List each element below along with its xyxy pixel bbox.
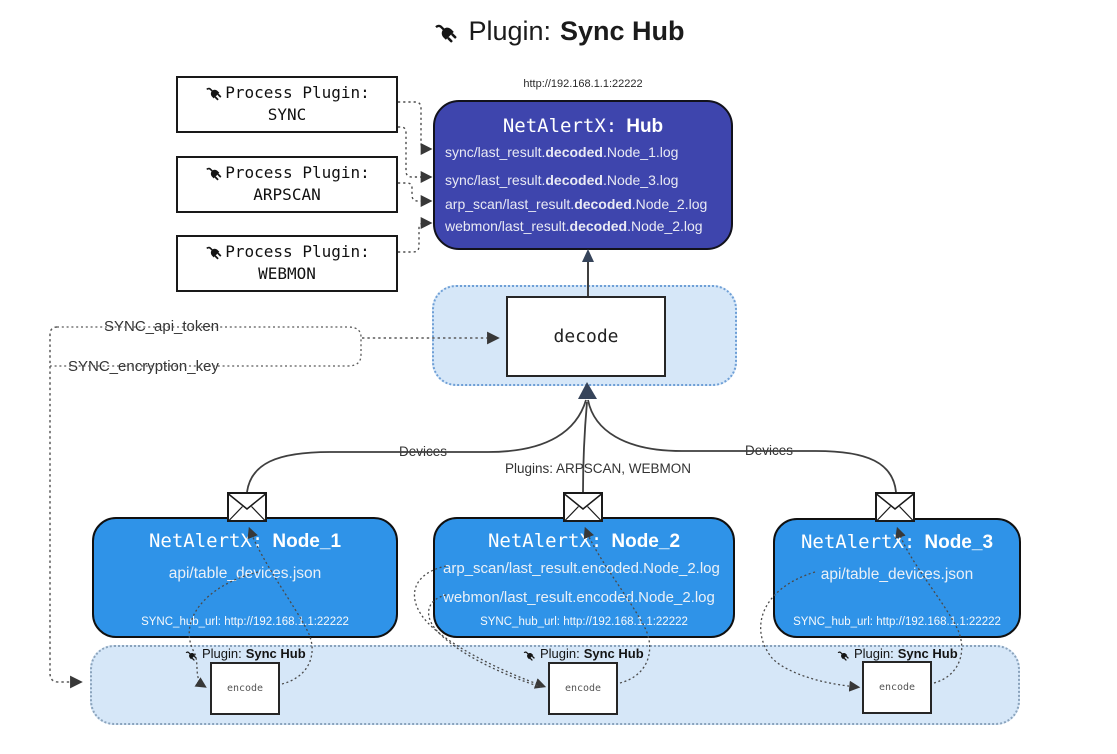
- plug-icon: [206, 87, 222, 101]
- plugins-mid-label: Plugins: ARPSCAN, WEBMON: [500, 461, 697, 476]
- devices-right-label: Devices: [740, 443, 799, 458]
- plug-icon: [524, 651, 536, 661]
- plug-icon: [435, 24, 457, 43]
- node-file: arp_scan/last_result.encoded.Node_2.log: [443, 560, 720, 577]
- node-file: api/table_devices.json: [820, 566, 974, 583]
- process-plugin-label: Process Plugin:: [178, 163, 396, 182]
- title-name: Sync Hub: [560, 16, 685, 46]
- hub-url: http://192.168.1.1:22222: [523, 78, 643, 90]
- wire-sync-to-line2: [398, 126, 433, 183]
- node-1-box: NetAlertX:Node_1 api/table_devices.json …: [92, 517, 398, 638]
- hub-log-entry: webmon/last_result.decoded.Node_2.log: [445, 218, 703, 234]
- wire-node2-plugins: [582, 401, 588, 493]
- plug-icon: [206, 167, 222, 181]
- devices-left-label: Devices: [394, 444, 453, 459]
- process-plugin-sync-box: Process Plugin: SYNC: [176, 76, 398, 133]
- envelope-icon: [875, 492, 915, 522]
- hub-log-entry: sync/last_result.decoded.Node_1.log: [445, 144, 679, 160]
- hub-box: NetAlertX:Hub sync/last_result.decoded.N…: [433, 100, 733, 250]
- process-plugin-webmon-box: Process Plugin: WEBMON: [176, 235, 398, 292]
- plug-icon: [838, 651, 850, 661]
- node-hub-url: SYNC_hub_url: http://192.168.1.1:22222: [480, 616, 688, 628]
- hub-title: NetAlertX:Hub: [502, 115, 664, 137]
- node-title: NetAlertX:Node_3: [800, 531, 994, 553]
- process-plugin-label: Process Plugin:: [178, 242, 396, 261]
- process-plugin-name: WEBMON: [258, 264, 316, 283]
- plug-icon: [206, 246, 222, 260]
- node-2-box: NetAlertX:Node_2 arp_scan/last_result.en…: [433, 517, 735, 638]
- node-hub-url: SYNC_hub_url: http://192.168.1.1:22222: [793, 616, 1001, 628]
- process-plugin-name: SYNC: [267, 105, 307, 124]
- node-title: NetAlertX:Node_2: [487, 530, 681, 552]
- encoder-label: Plugin:Sync Hub: [498, 646, 668, 662]
- sync-api-token-label: SYNC_api_token: [100, 318, 224, 335]
- plug-icon: [186, 651, 198, 661]
- hub-log-entry: sync/last_result.decoded.Node_3.log: [445, 172, 679, 188]
- encoder-label: Plugin:Sync Hub: [812, 646, 982, 662]
- page-title: Plugin: Sync Hub: [0, 16, 1117, 47]
- wire-sync-to-line1: [398, 101, 433, 155]
- encode-box: encode: [210, 662, 280, 715]
- node-3-box: NetAlertX:Node_3 api/table_devices.json …: [773, 518, 1021, 638]
- process-plugin-label: Process Plugin:: [178, 83, 396, 102]
- process-plugin-arpscan-box: Process Plugin: ARPSCAN: [176, 156, 398, 213]
- node-file: api/table_devices.json: [168, 565, 322, 582]
- envelope-icon: [563, 492, 603, 522]
- decode-box: decode: [506, 296, 666, 377]
- encode-box: encode: [548, 662, 618, 715]
- envelope-icon: [227, 492, 267, 522]
- encoder-label: Plugin:Sync Hub: [160, 646, 330, 662]
- wire-webmon-to-line4: [398, 217, 433, 253]
- node-title: NetAlertX:Node_1: [148, 530, 342, 552]
- sync-encryption-key-label: SYNC_encryption_key: [64, 358, 223, 375]
- node-hub-url: SYNC_hub_url: http://192.168.1.1:22222: [141, 616, 349, 628]
- arrowhead-hub: [582, 249, 594, 262]
- title-prefix: Plugin:: [468, 16, 552, 46]
- node-file: webmon/last_result.encoded.Node_2.log: [443, 589, 715, 606]
- encode-box: encode: [862, 661, 932, 714]
- wire-keys-to-band: [49, 326, 83, 689]
- process-plugin-name: ARPSCAN: [253, 185, 321, 204]
- hub-log-entry: arp_scan/last_result.decoded.Node_2.log: [445, 196, 708, 212]
- wire-arpscan-to-line3: [398, 182, 433, 207]
